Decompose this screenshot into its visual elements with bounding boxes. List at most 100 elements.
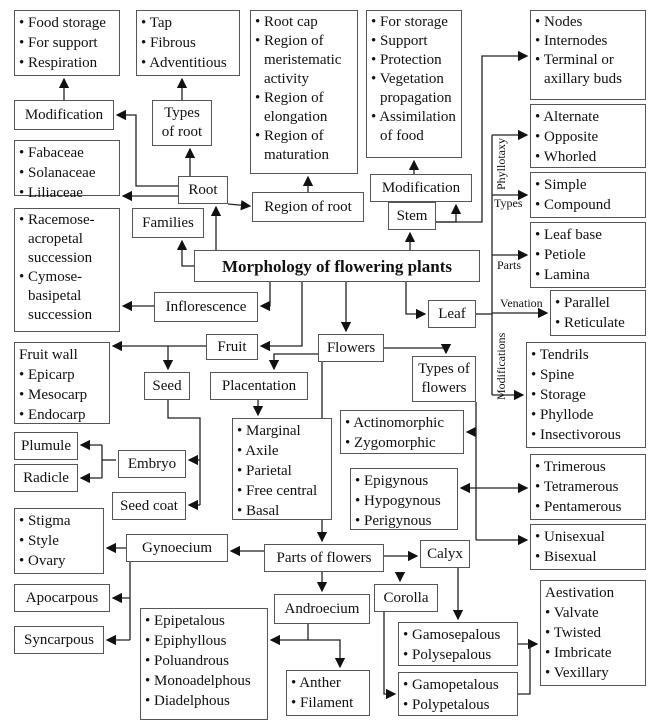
list-item: Pentamerous — [535, 497, 641, 517]
gynoecium-node: Gynoecium — [126, 534, 228, 562]
venation-label: Venation — [500, 296, 543, 310]
list-item: Storage — [531, 385, 641, 405]
list-item: Parallel — [555, 293, 641, 313]
placentation-node: Placentation — [210, 372, 308, 400]
androecium-list: EpipetalousEpiphyllousPoluandrousMonoade… — [140, 608, 268, 720]
families-list: FabaceaeSolanaceaeLiliaceae — [14, 140, 120, 201]
list-item: Tendrils — [531, 345, 641, 365]
list-item: Epicarp — [19, 365, 105, 385]
list-item: Protection — [371, 51, 457, 70]
phyllotaxy-label: Phyllotaxy — [494, 137, 508, 190]
leaf-modifications-list: TendrilsSpineStoragePhyllodeInsectivorou… — [526, 342, 646, 448]
list-item: Gamopetalous — [403, 675, 513, 695]
list-item: Poluandrous — [145, 651, 263, 671]
calyx-node: Calyx — [420, 540, 470, 568]
phyllotaxy-list: AlternateOppositeWhorled — [530, 104, 646, 168]
list-item: Bisexual — [535, 547, 641, 567]
corolla-list: GamopetalousPolypetalous — [398, 672, 518, 716]
parts-label: Parts — [497, 258, 521, 272]
list-item: Food storage — [19, 13, 115, 33]
list-item: Leaf base — [535, 225, 641, 245]
region-of-root-node: Region of root — [252, 192, 364, 222]
list-item: Region of maturation — [255, 127, 353, 165]
stamen-parts-list: AntherFilament — [286, 670, 370, 716]
androecium-node: Androecium — [274, 594, 370, 624]
list-item: Solanaceae — [19, 163, 115, 183]
list-item: Perigynous — [355, 511, 453, 531]
list-item: Fabaceae — [19, 143, 115, 163]
seed-coat-node: Seed coat — [112, 492, 186, 520]
inflorescence-list: Racemose-acropetal successionCymose-basi… — [14, 208, 120, 332]
leaf-node: Leaf — [428, 300, 476, 328]
leaf-types-list: SimpleCompound — [530, 172, 646, 218]
list-item: Hypogynous — [355, 491, 453, 511]
parts-of-flowers-node: Parts of flowers — [264, 544, 384, 572]
list-item: Internodes — [535, 32, 641, 51]
list-item: For storage — [371, 13, 457, 32]
list-item: Basal — [237, 501, 327, 521]
list-item: Twisted — [545, 623, 641, 643]
radicle-node: Radicle — [14, 464, 78, 492]
seed-node: Seed — [144, 372, 190, 400]
list-item: Stigma — [19, 511, 99, 531]
root-types-list: TapFibrousAdventitious — [136, 10, 240, 76]
ovary-position-list: EpigynousHypogynousPerigynous — [350, 468, 458, 530]
list-item: Free central — [237, 481, 327, 501]
fruit-wall-heading: Fruit wall — [19, 347, 78, 363]
list-item: Polypetalous — [403, 695, 513, 715]
list-item: Filament — [291, 693, 365, 713]
root-node: Root — [178, 176, 228, 204]
list-item: Liliaceae — [19, 183, 115, 203]
list-item: Adventitious — [141, 53, 235, 73]
sex-list: UnisexualBisexual — [530, 524, 646, 570]
list-item: Phyllode — [531, 405, 641, 425]
list-item: Zygomorphic — [345, 433, 459, 453]
stem-modification-node: Modification — [370, 174, 472, 202]
list-item: Ovary — [19, 551, 99, 571]
list-item: Lamina — [535, 265, 641, 285]
list-item: Mesocarp — [19, 385, 105, 405]
types-of-flowers-node: Types of flowers — [412, 356, 476, 402]
apocarpous-node: Apocarpous — [14, 584, 110, 612]
types-label: Types — [494, 196, 523, 210]
list-item: Support — [371, 32, 457, 51]
stem-modification-list: For storageSupportProtectionVegetation p… — [366, 10, 462, 158]
list-item: Cymose-basipetal succession — [19, 268, 115, 325]
list-item: Assimilation of food — [371, 108, 457, 146]
list-item: Epiphyllous — [145, 631, 263, 651]
types-of-root-node: Types of root — [152, 100, 212, 146]
list-item: Opposite — [535, 127, 641, 147]
list-item: Parietal — [237, 461, 327, 481]
root-regions-list: Root capRegion of meristematic activityR… — [250, 10, 358, 174]
list-item: Tap — [141, 13, 235, 33]
list-item: Vegetation propagation — [371, 70, 457, 108]
list-item: Style — [19, 531, 99, 551]
list-item: For support — [19, 33, 115, 53]
aestivation-heading: Aestivation — [545, 585, 615, 601]
list-item: Compound — [535, 195, 641, 215]
list-item: Simple — [535, 175, 641, 195]
list-item: Spine — [531, 365, 641, 385]
list-item: Axile — [237, 441, 327, 461]
list-item: Tetramerous — [535, 477, 641, 497]
symmetry-list: ActinomorphicZygomorphic — [340, 410, 464, 454]
aestivation-list: Aestivation ValvateTwistedImbricateVexil… — [540, 580, 646, 686]
embryo-node: Embryo — [118, 450, 186, 478]
list-item: Fibrous — [141, 33, 235, 53]
fruit-wall-list: Fruit wall EpicarpMesocarpEndocarp — [14, 342, 110, 424]
list-item: Imbricate — [545, 643, 641, 663]
inflorescence-node: Inflorescence — [154, 292, 258, 322]
calyx-list: GamosepalousPolysepalous — [398, 622, 518, 666]
list-item: Trimerous — [535, 457, 641, 477]
central-topic: Morphology of flowering plants — [194, 250, 480, 282]
list-item: Insectivorous — [531, 425, 641, 445]
flowers-node: Flowers — [318, 334, 384, 362]
list-item: Gamosepalous — [403, 625, 513, 645]
list-item: Epipetalous — [145, 611, 263, 631]
list-item: Nodes — [535, 13, 641, 32]
families-node: Families — [132, 208, 204, 238]
corolla-node: Corolla — [374, 584, 438, 612]
placentation-list: MarginalAxileParietalFree centralBasal — [232, 418, 332, 520]
root-modification-list: Food storageFor supportRespiration — [14, 10, 120, 76]
